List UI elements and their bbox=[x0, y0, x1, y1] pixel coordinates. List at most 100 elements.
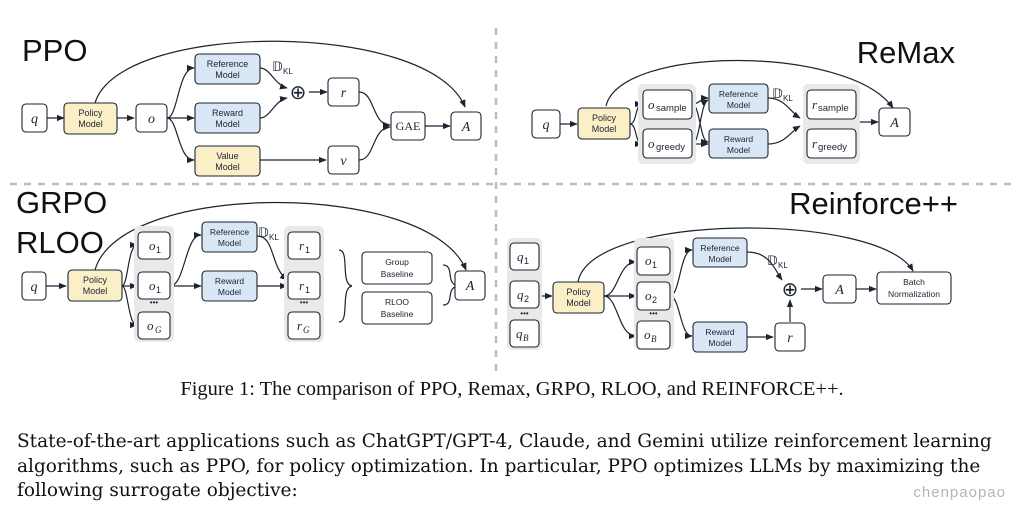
grpo-heading: GRPO bbox=[16, 185, 107, 220]
svg-text:Model: Model bbox=[78, 119, 103, 129]
ppo-q-box: q bbox=[21, 103, 48, 133]
reinforce-q-ellipsis: ••• bbox=[520, 309, 529, 318]
svg-text:Normalization: Normalization bbox=[888, 289, 940, 299]
grpo-r-ellipsis: ••• bbox=[300, 298, 309, 307]
svg-text:B: B bbox=[523, 333, 529, 343]
ppo-heading: PPO bbox=[22, 33, 87, 68]
svg-text:Group: Group bbox=[385, 257, 409, 267]
reinforce-q2-box: q 2 bbox=[509, 280, 540, 309]
grpo-a-box: A bbox=[454, 270, 486, 301]
remax-panel: ReMax q Policy Model o sample o g bbox=[531, 35, 956, 164]
ppo-oplus-icon: ⊕ bbox=[290, 82, 307, 104]
svg-text:2: 2 bbox=[652, 295, 657, 305]
svg-text:Reward: Reward bbox=[724, 134, 754, 144]
svg-text:Model: Model bbox=[592, 124, 617, 134]
grpo-og-box: o G bbox=[137, 311, 171, 340]
svg-text:Reward: Reward bbox=[705, 327, 735, 337]
reinforce-policy-model: Policy Model bbox=[552, 281, 605, 314]
svg-text:Policy: Policy bbox=[592, 113, 617, 123]
svg-text:Reference: Reference bbox=[210, 227, 249, 237]
remax-q-box: q bbox=[531, 109, 561, 139]
svg-text:sample: sample bbox=[818, 103, 849, 114]
svg-text:𝔻: 𝔻 bbox=[272, 59, 283, 74]
svg-text:r: r bbox=[341, 86, 347, 101]
grpo-reference-model: Reference Model bbox=[201, 221, 258, 253]
watermark: chenpaopao bbox=[913, 484, 1006, 501]
grpo-policy-model: Policy Model bbox=[67, 269, 123, 302]
svg-text:r: r bbox=[812, 136, 818, 151]
reinforce-ob-box: o B bbox=[636, 320, 671, 350]
svg-text:KL: KL bbox=[783, 94, 793, 103]
svg-text:Model: Model bbox=[727, 100, 750, 110]
reinforce-a-box: A bbox=[822, 274, 857, 304]
svg-text:Policy: Policy bbox=[83, 275, 108, 285]
svg-text:Model: Model bbox=[727, 145, 750, 155]
ppo-value-model: Value Model bbox=[194, 145, 261, 177]
svg-text:RLOO: RLOO bbox=[385, 297, 409, 307]
reinforce-oplus-icon: ⊕ bbox=[782, 279, 799, 301]
svg-text:o: o bbox=[148, 112, 155, 127]
svg-text:o: o bbox=[648, 97, 655, 112]
svg-text:B: B bbox=[651, 334, 657, 344]
remax-kl-label: 𝔻 KL bbox=[772, 86, 793, 103]
rloo-baseline-box: RLOO Baseline bbox=[361, 291, 433, 325]
svg-text:Model: Model bbox=[218, 287, 241, 297]
reinforce-r-box: r bbox=[774, 322, 806, 352]
remax-reward-model: Reward Model bbox=[708, 128, 769, 159]
svg-text:q: q bbox=[516, 326, 523, 341]
svg-text:G: G bbox=[303, 325, 310, 335]
reinforce-o1-box: o 1 bbox=[636, 246, 671, 276]
svg-text:o: o bbox=[644, 327, 651, 342]
svg-text:o: o bbox=[147, 318, 154, 333]
remax-o-greedy-box: o greedy bbox=[642, 128, 693, 159]
svg-text:KL: KL bbox=[778, 261, 788, 270]
remax-policy-model: Policy Model bbox=[577, 107, 631, 140]
svg-text:Baseline: Baseline bbox=[381, 309, 414, 319]
ppo-v-box: v bbox=[327, 145, 360, 175]
svg-text:sample: sample bbox=[656, 103, 687, 114]
ppo-a-box: A bbox=[450, 111, 482, 141]
ppo-kl-label: 𝔻 KL bbox=[272, 59, 293, 76]
svg-text:Model: Model bbox=[218, 238, 241, 248]
ppo-r-box: r bbox=[327, 77, 360, 107]
svg-text:r: r bbox=[787, 331, 793, 346]
svg-text:r: r bbox=[299, 238, 305, 253]
svg-text:Reference: Reference bbox=[700, 243, 739, 253]
svg-text:q: q bbox=[31, 280, 38, 295]
grpo-o-ellipsis: ••• bbox=[150, 298, 159, 307]
svg-text:o: o bbox=[149, 278, 156, 293]
ppo-reference-model: Reference Model bbox=[194, 53, 261, 85]
reinforce-panel: Reinforce++ q 1 q 2 ••• q B bbox=[507, 186, 958, 353]
remax-r-greedy-box: r greedy bbox=[806, 128, 857, 159]
svg-text:1: 1 bbox=[156, 285, 161, 295]
svg-text:Model: Model bbox=[215, 70, 240, 80]
reinforce-o-ellipsis: ••• bbox=[649, 309, 658, 318]
svg-text:greedy: greedy bbox=[818, 142, 847, 153]
svg-text:r: r bbox=[299, 278, 305, 293]
svg-text:Model: Model bbox=[215, 162, 240, 172]
svg-text:A: A bbox=[465, 279, 475, 294]
ppo-reward-model: Reward Model bbox=[194, 102, 261, 134]
svg-text:q: q bbox=[31, 112, 38, 127]
rloo-heading: RLOO bbox=[16, 225, 104, 260]
reinforce-reward-model: Reward Model bbox=[692, 321, 748, 353]
comparison-diagram: PPO q Policy Model o Reference Mod bbox=[10, 28, 1014, 372]
body-paragraph: State-of-the-art applications such as Ch… bbox=[17, 431, 992, 501]
svg-text:r: r bbox=[297, 318, 303, 333]
svg-text:Value: Value bbox=[216, 151, 238, 161]
svg-text:G: G bbox=[155, 325, 162, 335]
svg-text:Model: Model bbox=[708, 338, 731, 348]
svg-text:o: o bbox=[149, 238, 156, 253]
ppo-o-box: o bbox=[135, 103, 168, 133]
reinforce-kl-label: 𝔻 KL bbox=[767, 253, 788, 270]
batch-normalization-box: Batch Normalization bbox=[876, 271, 952, 305]
svg-text:o: o bbox=[645, 253, 652, 268]
ppo-panel: PPO q Policy Model o Reference Mod bbox=[21, 33, 482, 177]
svg-text:q: q bbox=[543, 118, 550, 133]
svg-text:q: q bbox=[517, 249, 524, 264]
remax-heading: ReMax bbox=[857, 35, 956, 70]
svg-text:1: 1 bbox=[524, 256, 529, 266]
svg-text:1: 1 bbox=[305, 285, 310, 295]
reinforce-q1-box: q 1 bbox=[509, 242, 540, 271]
svg-text:Policy: Policy bbox=[566, 287, 591, 297]
